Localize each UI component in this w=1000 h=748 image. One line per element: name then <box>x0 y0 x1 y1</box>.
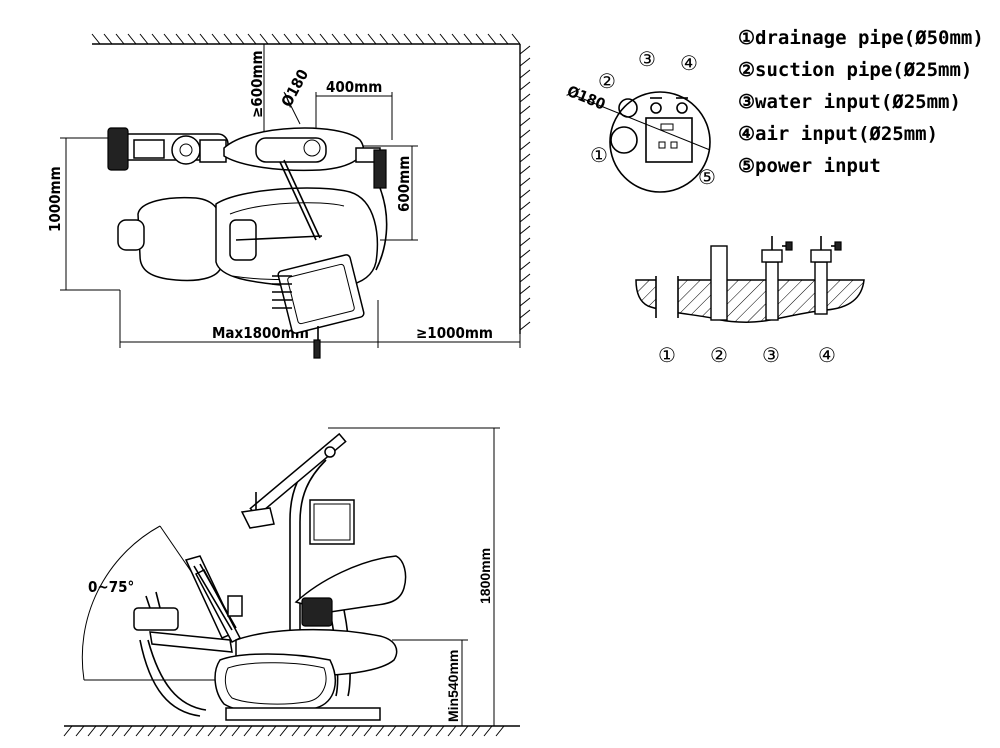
recline-angle-label: 0~75° <box>88 578 134 596</box>
box-width-label: 400mm <box>326 78 382 96</box>
right-clearance-label: ≥1000mm <box>416 324 493 342</box>
floor-slab-section <box>635 279 865 323</box>
floor-box: Ø180 ① ② ③ ④ ⑤ <box>565 47 716 193</box>
dental-chair-side <box>133 432 407 721</box>
section-label-1: ① <box>658 343 676 367</box>
floor-marker-4: ④ <box>680 51 698 75</box>
legend: ①drainage pipe(Ø50mm) ②suction pipe(Ø25m… <box>738 27 984 177</box>
floor-marker-2: ② <box>598 69 616 93</box>
section-label-2: ② <box>710 343 728 367</box>
section-label-4: ④ <box>818 343 836 367</box>
depth-dimension-label: 1000mm <box>46 166 64 232</box>
legend-item-suction: ②suction pipe(Ø25mm) <box>738 59 972 81</box>
floor-marker-1: ① <box>590 143 608 167</box>
arc-diameter-label: Ø180 <box>278 66 313 109</box>
front-clearance-label: ≥600mm <box>248 50 266 118</box>
floor-marker-5: ⑤ <box>698 165 716 189</box>
section-label-3: ③ <box>762 343 780 367</box>
max-length-label: Max1800mm <box>212 324 309 342</box>
plan-view: 1000mm ≥600mm Ø180 400mm 600mm Max1800mm… <box>46 33 531 359</box>
legend-item-water: ③water input(Ø25mm) <box>738 91 961 113</box>
box-depth-label: 600mm <box>395 156 413 212</box>
floor-box-outline <box>609 91 711 193</box>
floor-section: ① ② ③ ④ <box>635 236 865 367</box>
dental-chair-plan <box>107 127 388 359</box>
floor-marker-3: ③ <box>638 47 656 71</box>
legend-item-air: ④air input(Ø25mm) <box>738 123 938 145</box>
room-wall <box>91 33 531 334</box>
seat-height-label: Min540mm <box>445 650 461 722</box>
legend-item-power: ⑤power input <box>738 155 881 177</box>
side-view: 0~75° 1800mm Min540mm <box>63 427 520 737</box>
power-socket <box>645 117 693 163</box>
height-dimension-label: 1800mm <box>477 548 493 604</box>
legend-item-drainage: ①drainage pipe(Ø50mm) <box>738 27 984 49</box>
